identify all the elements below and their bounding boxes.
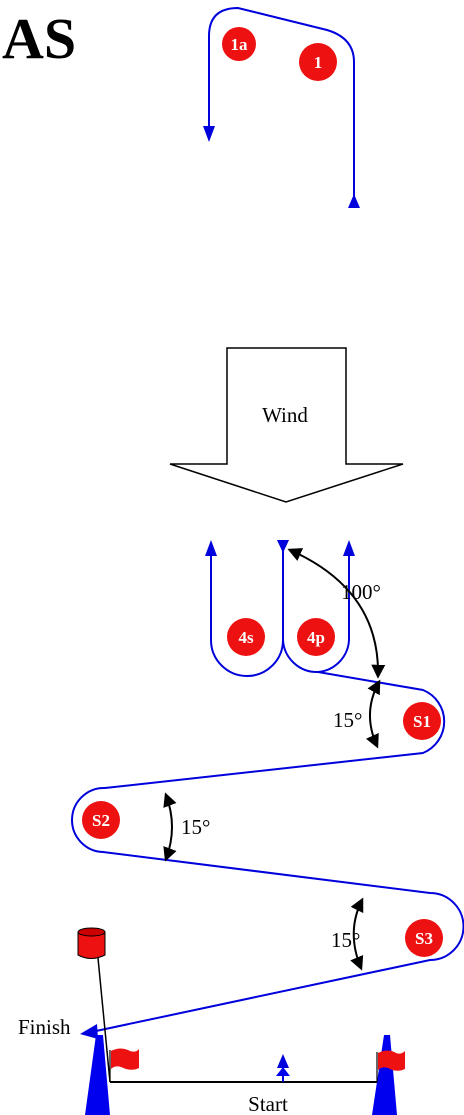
finish-label: Finish	[18, 1015, 71, 1039]
start-flag-right	[376, 1050, 405, 1082]
start-mark-left	[85, 1035, 110, 1115]
mark-4s-label: 4s	[238, 628, 254, 647]
gate-4s-line	[210, 548, 284, 677]
diagram-title: AS	[2, 6, 76, 71]
mark-4s: 4s	[227, 618, 265, 656]
finish-arrowhead	[80, 1024, 98, 1039]
angle-15-s1-label: 15°	[333, 708, 362, 732]
mark-1: 1	[299, 43, 337, 81]
top-loop: 1a 1	[203, 6, 360, 208]
start-direction-arrowhead	[277, 1054, 289, 1068]
gate-center-arrowhead	[277, 540, 289, 553]
mark-4p-label: 4p	[307, 628, 325, 647]
slalom-line	[71, 671, 464, 1032]
mark-s3: S3	[405, 919, 443, 957]
mark-1a-label: 1a	[231, 35, 249, 54]
gate-4: 4s 4p 100°	[205, 540, 386, 679]
top-course-line	[208, 6, 355, 198]
start-flag-left	[109, 1048, 139, 1082]
top-right-arrowhead	[348, 194, 360, 208]
wind-arrow: Wind	[169, 347, 404, 503]
start-label: Start	[248, 1092, 288, 1115]
angle-100-label: 100°	[341, 580, 381, 604]
angle-15-s3-arc	[350, 897, 364, 971]
slalom-course: S1 S2 S3 15° 15° 15°	[71, 671, 464, 1039]
mark-1-label: 1	[314, 53, 323, 72]
finish-buoy	[77, 927, 111, 1083]
mark-4p: 4p	[297, 618, 335, 656]
gate-4p-arrowhead	[343, 540, 355, 556]
top-left-arrowhead	[203, 126, 215, 142]
mark-s1-label: S1	[413, 712, 431, 731]
angle-15-s2-label: 15°	[181, 815, 210, 839]
gate-4s-arrowhead	[205, 540, 217, 556]
wind-label: Wind	[262, 403, 308, 427]
angle-15-s3-label: 15°	[331, 928, 360, 952]
start-mark-right	[372, 1035, 397, 1115]
mark-s3-label: S3	[415, 929, 433, 948]
mark-s2: S2	[82, 801, 120, 839]
mark-1a: 1a	[222, 27, 256, 61]
mark-s2-label: S2	[92, 811, 110, 830]
angle-15-s2-arc	[163, 792, 177, 862]
start-center-marker	[276, 1067, 290, 1076]
angle-100-arc	[287, 548, 386, 679]
start-line	[85, 1035, 405, 1115]
mark-s1: S1	[403, 702, 441, 740]
angle-15-s1-arc	[365, 679, 381, 749]
